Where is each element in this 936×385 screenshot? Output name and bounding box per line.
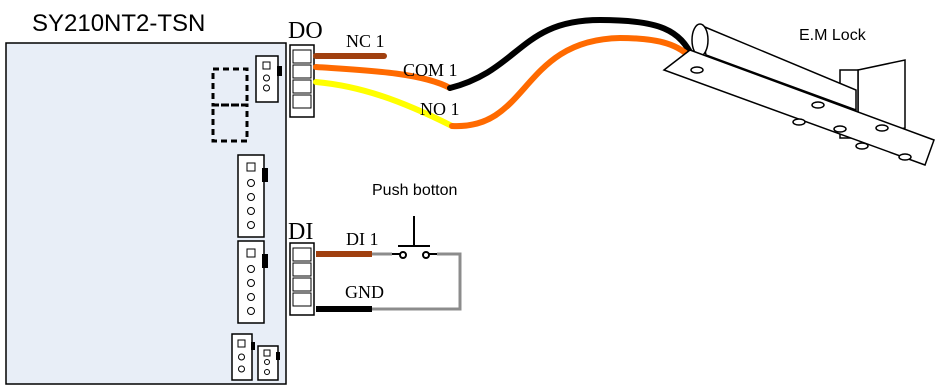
wire-no1-yellow [313, 79, 455, 129]
push-button-switch [392, 216, 437, 259]
di-terminal-block: DI [288, 219, 315, 316]
do-label: DO [288, 18, 323, 44]
do-wires [313, 16, 696, 130]
board-model-label: SY210NT2-TSN [32, 10, 205, 37]
wire-com1-black [447, 16, 696, 91]
gnd-label: GND [345, 282, 384, 302]
controller-board: SY210NT2-TSN [5, 10, 287, 385]
wire-com1-orange [313, 64, 453, 91]
header-3pin-bottom-right [257, 345, 280, 381]
di-wires [316, 251, 462, 312]
wire-no1-orange [449, 34, 696, 130]
di-label: DI [288, 219, 313, 245]
header-3pin-top [255, 55, 282, 103]
header-5pin-upper [237, 154, 268, 238]
em-lock-label: E.M Lock [799, 27, 867, 44]
com1-label: COM 1 [403, 60, 458, 80]
push-button-label: Push botton [372, 182, 457, 199]
no1-label: NO 1 [420, 99, 460, 119]
wire-gray-loop [372, 252, 462, 311]
do-terminal-block: DO [288, 18, 323, 118]
dashed-display [211, 67, 249, 143]
header-5pin-lower [237, 240, 268, 324]
header-3pin-bottom-left [231, 333, 255, 381]
di1-label: DI 1 [346, 229, 379, 249]
nc1-label: NC 1 [346, 31, 385, 51]
em-lock [662, 23, 935, 166]
